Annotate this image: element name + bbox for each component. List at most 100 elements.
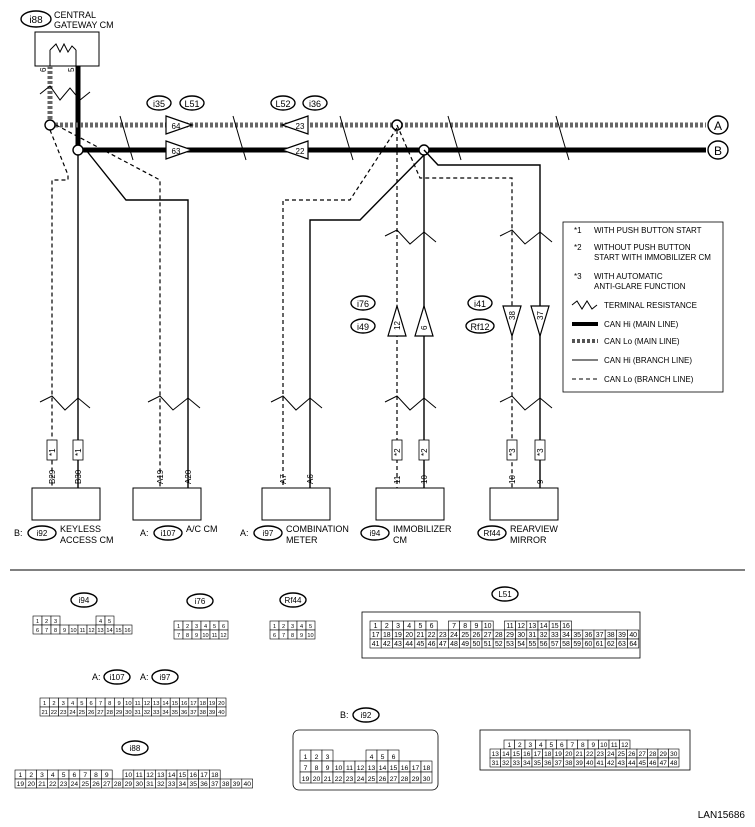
bus-connector-l52-i36: L52 i36 23 22 [270,95,328,160]
gateway-title-1: CENTRAL [54,10,96,20]
pin-cell: 20 [218,701,224,707]
pin-cell: 4 [407,623,411,630]
pin-cell: 9 [591,742,595,749]
legend-text: ANTI-GLARE FUNCTION [594,282,686,291]
pin-cell: 45 [417,641,425,648]
pin-cell: 23 [346,776,354,783]
pin-cell: 21 [324,776,332,783]
pin-cell: 31 [492,760,500,767]
pin-cell: 60 [585,641,593,648]
pin-cell: 6 [560,742,564,749]
legend-item: CAN Hi (MAIN LINE) [572,320,679,329]
pin-cell: 29 [660,751,668,758]
pin-cell: 8 [54,628,57,634]
pin-cell: 27 [97,710,103,716]
legend-item: TERMINAL RESISTANCE [571,300,697,310]
pin-cell: 13 [97,628,103,634]
pin-cell: 34 [162,710,169,716]
legend-item: CAN Lo (BRANCH LINE) [572,375,694,384]
pin-cell: 11 [80,628,86,634]
pin-cell: 26 [379,776,387,783]
pin-cell: 43 [618,760,626,767]
connector-label: i88 [130,744,141,753]
pin-cell: 47 [660,760,668,767]
pin-cell: 4 [71,701,75,707]
main-lines: A B [39,66,729,161]
pin-cell: 8 [186,633,189,639]
pin-cell: 24 [69,710,76,716]
pin-cell: 6 [392,754,396,761]
pin-cell: 14 [168,772,176,779]
pin-cell: 5 [62,772,66,779]
pin-cell: 16 [401,765,409,772]
module-id: i97 [263,529,274,538]
pin-cell: 23 [439,632,447,639]
pin-cell: 15 [115,628,121,634]
legend-text: CAN Lo (MAIN LINE) [604,337,680,346]
module-name: CM [393,535,407,545]
pin-cell: 7 [83,772,87,779]
pin-cell: 40 [218,710,224,716]
module-pin: 10 [508,475,517,484]
module-name: KEYLESS [60,524,101,534]
pin-cell: 51 [484,641,492,648]
module-pin: 9 [536,479,545,484]
pin-cell: 1 [507,742,511,749]
gateway-pin-6: 6 [39,67,48,72]
pin-cell: 14 [162,701,169,707]
pin-cell: 28 [107,710,113,716]
pin-cell: 20 [313,776,321,783]
pin-cell: 32 [540,632,548,639]
pin-cell: 18 [383,632,391,639]
pin-cell: 10 [125,701,131,707]
pin-cell: 21 [417,632,425,639]
pin-cell: 9 [195,633,198,639]
connector-prefix: A: [92,672,101,682]
pin-cell: 11 [135,701,141,707]
module-pin: A7 [279,474,288,484]
gateway-title-2: GATEWAY CM [54,20,114,30]
pin-cell: 11 [506,623,513,630]
pin-cell: 61 [596,641,604,648]
pin-cell: 32 [157,781,165,788]
pin-cell: 7 [45,628,48,634]
pin-cell: 12 [88,628,94,634]
connector-label: L51 [498,590,512,599]
pin-cell: 9 [63,628,66,634]
module-pin: B30 [74,469,83,484]
pin-cell: 17 [190,701,196,707]
pin-cell: 16 [189,772,197,779]
pin-cell: 36 [544,760,552,767]
pin-cell: 10 [125,772,133,779]
conn-id: i36 [309,99,321,109]
connector-label: i94 [79,596,90,605]
pin-cell: 17 [412,765,420,772]
pin-cell: 34 [179,781,187,788]
pin-cell: 4 [300,624,303,630]
pin-cell: 9 [474,623,478,630]
module-pin: 11 [393,475,402,484]
conn-id: i49 [357,322,369,332]
pin-cell: 29 [116,710,122,716]
pin-cell: 24 [71,781,79,788]
pin-cell: 54 [517,641,525,648]
bus-b-label: B [714,144,722,158]
pin-cell: 25 [368,776,376,783]
connector-label: i107 [109,673,125,682]
module-mark: *2 [393,448,402,456]
pin-cell: 5 [381,754,385,761]
pin-cell: 40 [586,760,594,767]
pin-cell: 35 [172,710,178,716]
module-prefix: A: [140,528,149,538]
pin-cell: 44 [628,760,636,767]
pin-cell: 38 [565,760,573,767]
pin-cell: 14 [540,623,548,630]
pin-cell: 23 [597,751,605,758]
